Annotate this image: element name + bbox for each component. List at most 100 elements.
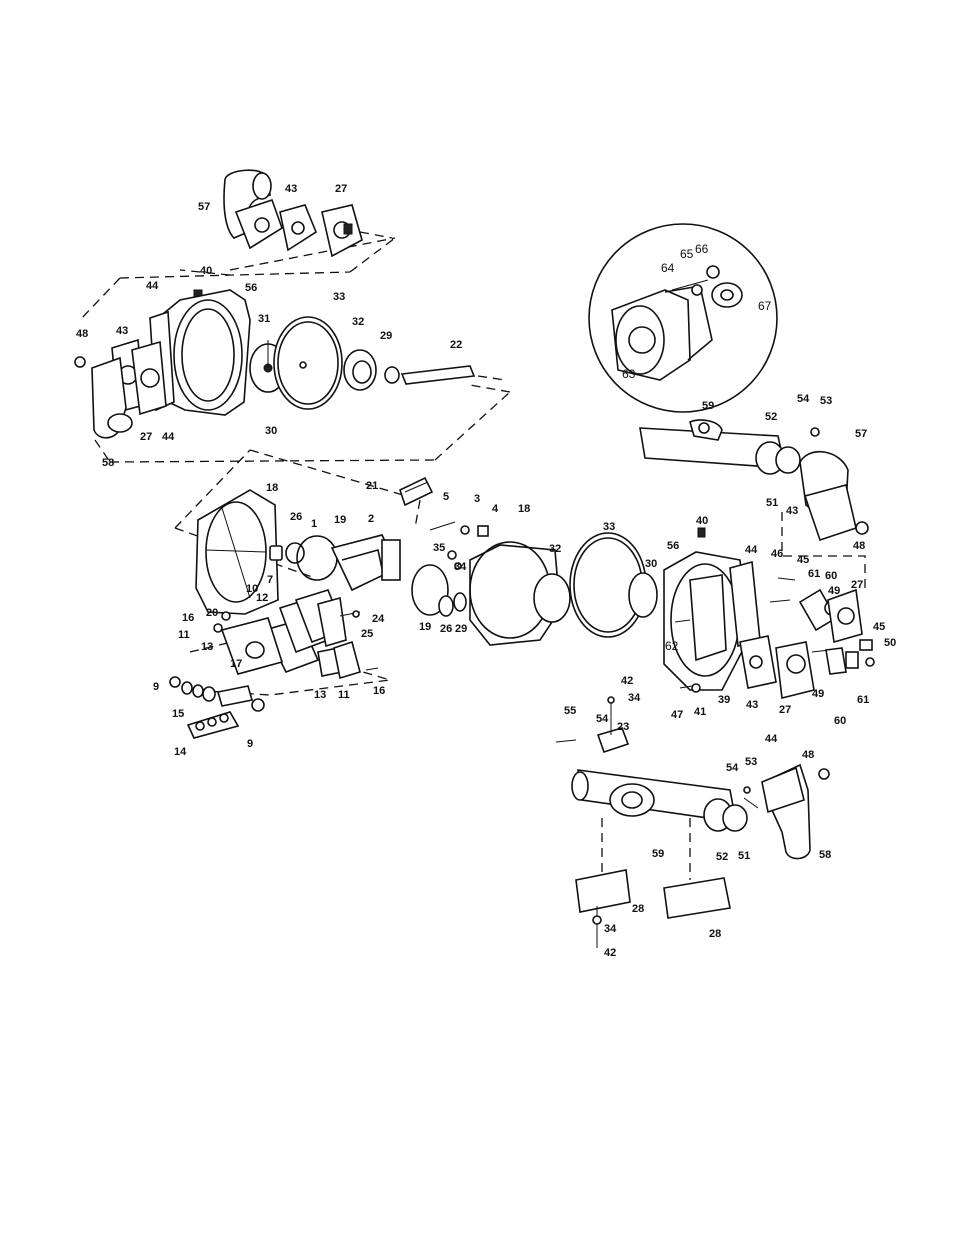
callout-29: 29: [455, 623, 467, 635]
callout-48: 48: [76, 328, 88, 340]
callout-1: 1: [311, 518, 317, 530]
callout-34: 34: [628, 692, 641, 704]
callout-60: 60: [825, 570, 837, 582]
callout-56: 56: [667, 540, 679, 552]
callout-42: 42: [604, 947, 616, 959]
callout-48: 48: [802, 749, 814, 761]
callout-39: 39: [718, 694, 730, 706]
callout-33: 33: [603, 521, 615, 533]
callout-4: 4: [492, 503, 499, 515]
callout-54: 54: [596, 713, 609, 725]
callout-53: 53: [745, 756, 757, 768]
callout-26: 26: [290, 511, 302, 523]
callout-61: 61: [857, 694, 869, 706]
callout-52: 52: [716, 851, 728, 863]
callout-66: 66: [695, 242, 709, 256]
callout-11: 11: [178, 629, 190, 641]
callout-28: 28: [709, 928, 721, 940]
callout-52: 52: [765, 411, 777, 423]
callout-29: 29: [380, 330, 392, 342]
callout-58: 58: [102, 457, 114, 469]
callout-65: 65: [680, 247, 694, 261]
callout-57: 57: [855, 428, 867, 440]
lower-manifold-assembly: [556, 697, 829, 948]
callout-53: 53: [820, 395, 832, 407]
callout-43: 43: [285, 183, 297, 195]
callout-54: 54: [797, 393, 810, 405]
callout-9: 9: [247, 738, 253, 750]
callout-26: 26: [440, 623, 452, 635]
callout-56: 56: [245, 282, 257, 294]
callout-28: 28: [632, 903, 644, 915]
callout-61: 61: [808, 568, 820, 580]
callout-23: 23: [617, 721, 629, 733]
callout-16: 16: [373, 685, 385, 697]
callout-27: 27: [140, 431, 152, 443]
callout-63: 63: [622, 367, 636, 381]
callout-40: 40: [696, 515, 708, 527]
callout-15: 15: [172, 708, 184, 720]
callout-40: 40: [200, 265, 212, 277]
callout-19: 19: [419, 621, 431, 633]
callout-19: 19: [334, 514, 346, 526]
callout-51: 51: [738, 850, 750, 862]
callout-31: 31: [258, 313, 270, 325]
callout-44: 44: [162, 431, 175, 443]
callout-17: 17: [230, 658, 242, 670]
callout-20: 20: [206, 607, 218, 619]
callout-32: 32: [352, 316, 364, 328]
callout-44: 44: [146, 280, 159, 292]
callout-11: 11: [338, 689, 350, 701]
callout-55: 55: [564, 705, 576, 717]
callout-32: 32: [549, 543, 561, 555]
callout-59: 59: [652, 848, 664, 860]
callout-3: 3: [474, 493, 480, 505]
callout-44: 44: [765, 733, 778, 745]
callout-12: 12: [256, 592, 268, 604]
callout-45: 45: [797, 554, 809, 566]
callout-30: 30: [645, 558, 657, 570]
upper-chamber-assembly: [75, 170, 510, 462]
callout-24: 24: [372, 613, 385, 625]
callout-48: 48: [853, 540, 865, 552]
callout-27: 27: [779, 704, 791, 716]
callout-42: 42: [621, 675, 633, 687]
callout-50: 50: [884, 637, 896, 649]
callout-43: 43: [116, 325, 128, 337]
callout-25: 25: [361, 628, 373, 640]
callout-46: 46: [771, 548, 783, 560]
callout-16: 16: [182, 612, 194, 624]
callout-30: 30: [265, 425, 277, 437]
callout-51: 51: [766, 497, 778, 509]
callout-59: 59: [702, 400, 714, 412]
callout-54: 54: [726, 762, 739, 774]
callout-43: 43: [786, 505, 798, 517]
callout-60: 60: [834, 715, 846, 727]
callout-21: 21: [366, 480, 378, 492]
callout-47: 47: [671, 709, 683, 721]
callout-57: 57: [198, 201, 210, 213]
callout-5: 5: [443, 491, 449, 503]
callout-67: 67: [758, 299, 772, 313]
callout-41: 41: [694, 706, 706, 718]
callout-49: 49: [812, 688, 824, 700]
callout-18: 18: [518, 503, 530, 515]
callout-44: 44: [745, 544, 758, 556]
callout-13: 13: [201, 641, 213, 653]
callout-35: 35: [433, 542, 445, 554]
callout-49: 49: [828, 585, 840, 597]
callout-64: 64: [661, 261, 675, 275]
callout-27: 27: [335, 183, 347, 195]
callout-34: 34: [604, 923, 617, 935]
callout-27: 27: [851, 579, 863, 591]
callout-13: 13: [314, 689, 326, 701]
callout-22: 22: [450, 339, 462, 351]
callout-7: 7: [267, 574, 273, 586]
callout-43: 43: [746, 699, 758, 711]
callout-45: 45: [873, 621, 885, 633]
callout-18: 18: [266, 482, 278, 494]
pilot-valve-assembly: [170, 590, 390, 738]
callout-14: 14: [174, 746, 187, 758]
callout-34: 34: [454, 561, 467, 573]
